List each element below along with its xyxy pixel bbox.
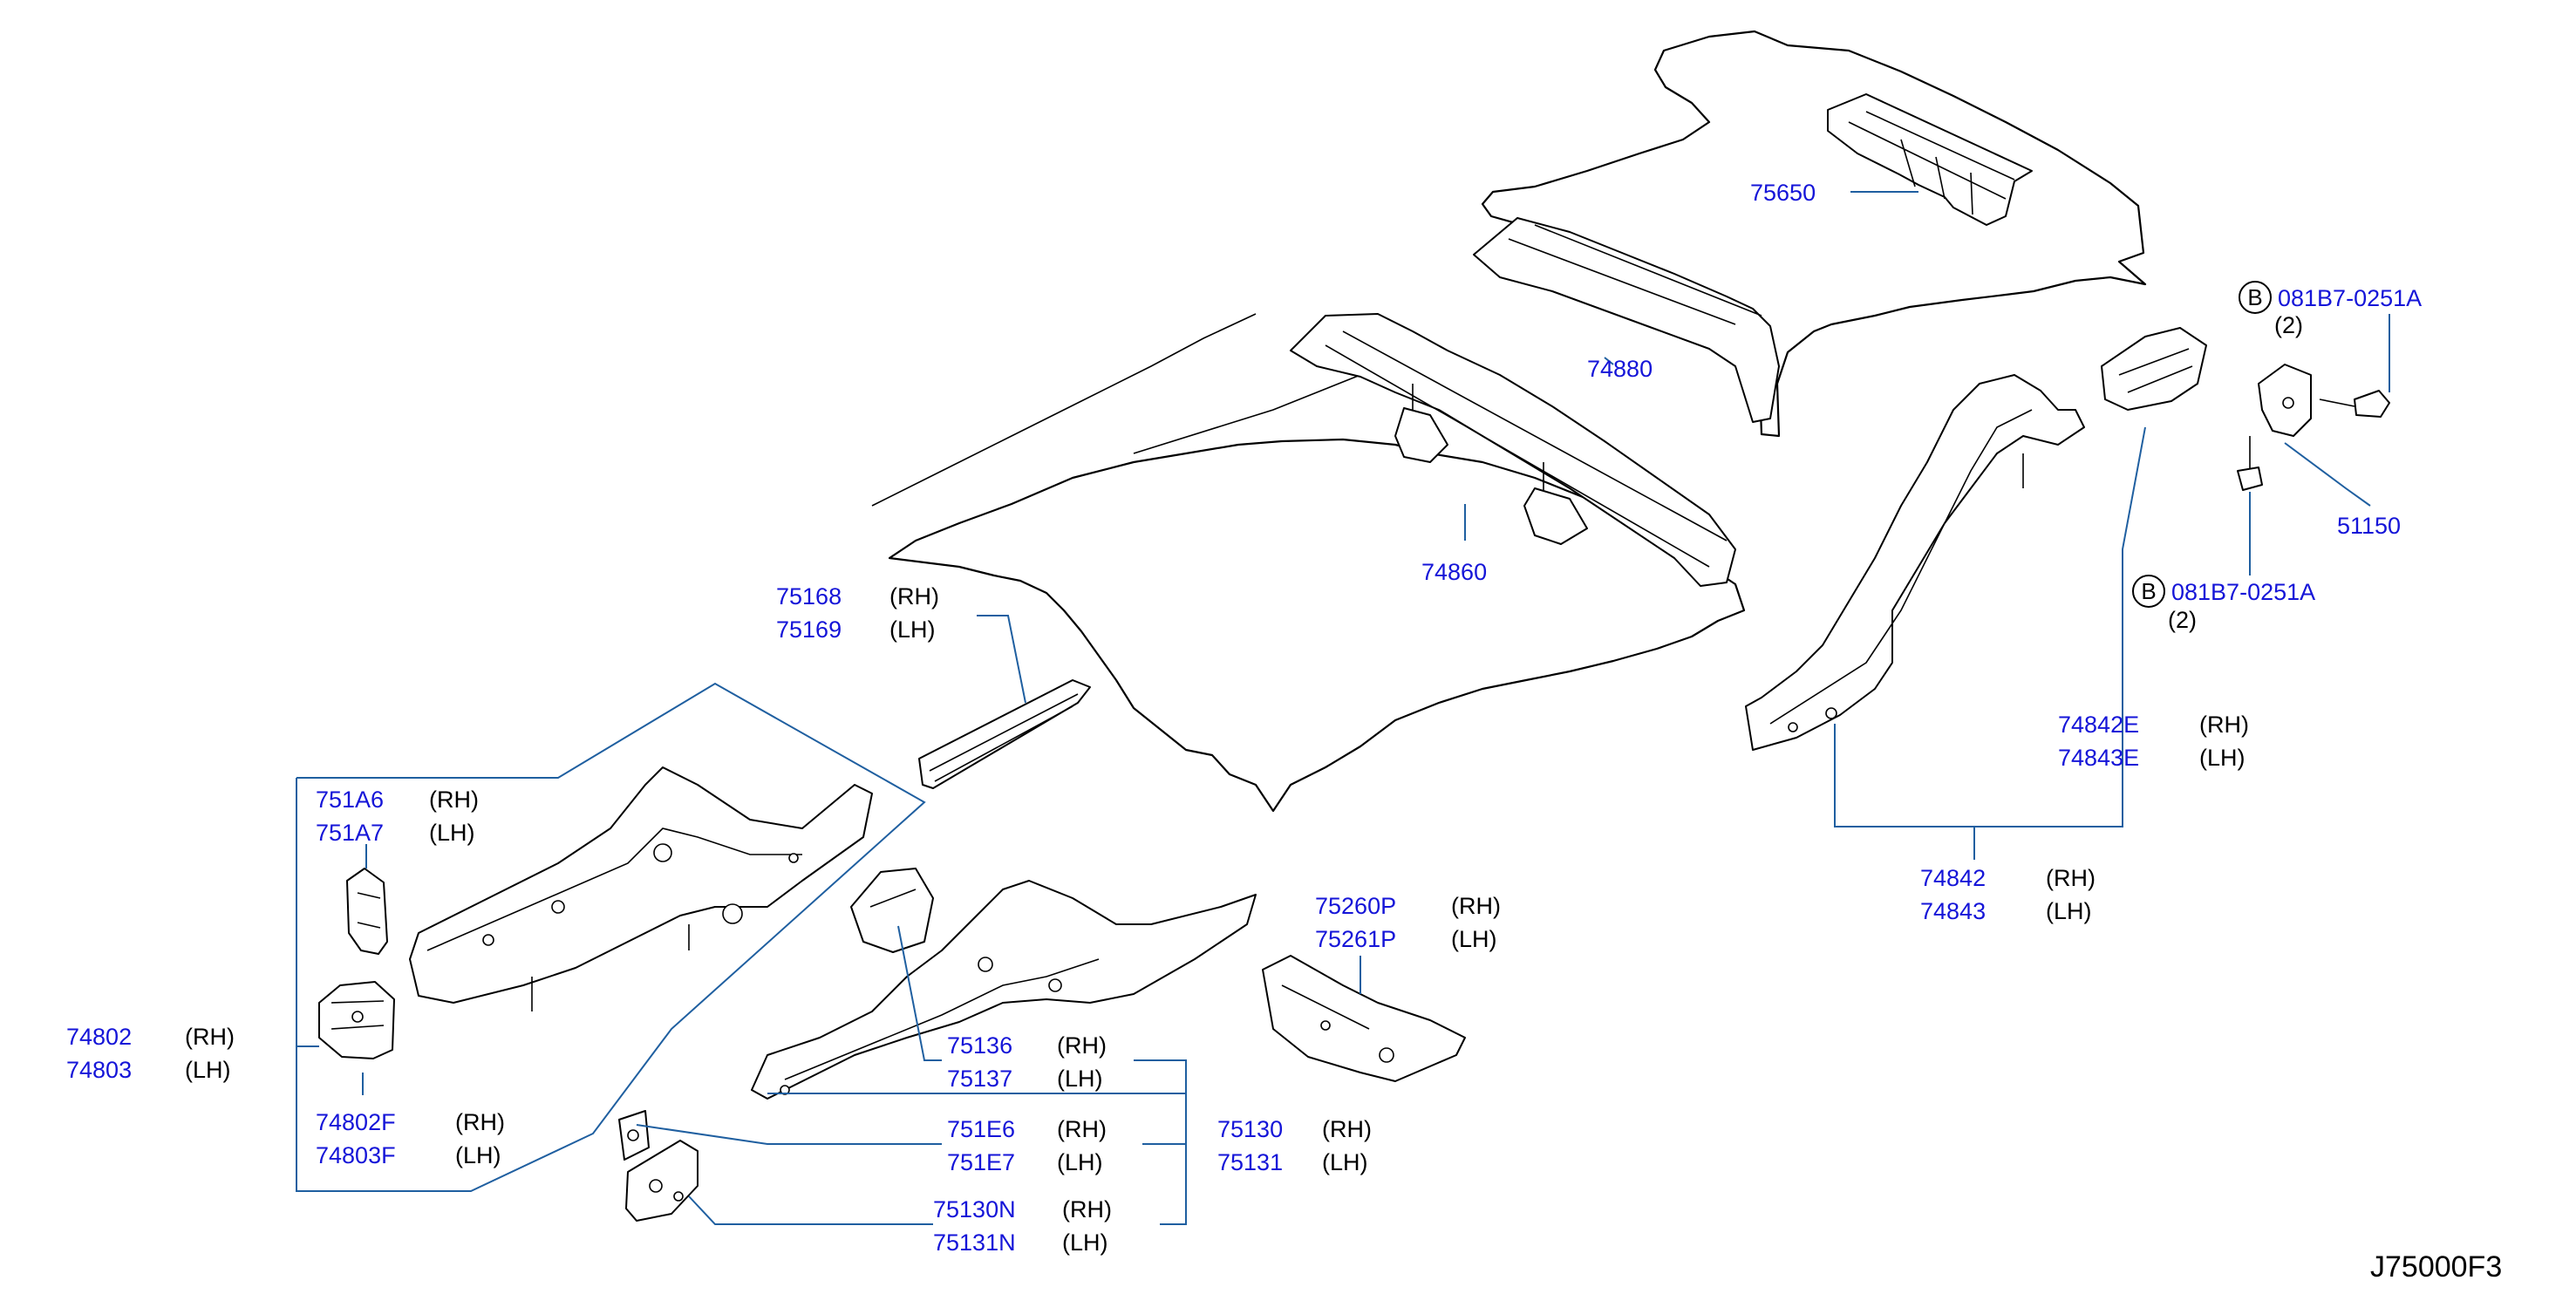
label-75136: 75136 xyxy=(947,1032,1012,1059)
label-rh: (RH) xyxy=(1062,1196,1112,1222)
label-751A7: 751A7 xyxy=(316,820,384,846)
label-rh: (RH) xyxy=(889,583,939,610)
part-75260P-bracket xyxy=(1262,955,1466,1082)
part-751A6-bracket xyxy=(346,868,388,955)
label-rh: (RH) xyxy=(429,787,479,813)
label-75169: 75169 xyxy=(776,616,842,643)
label-lh: (LH) xyxy=(1057,1149,1103,1175)
label-51150: 51150 xyxy=(2337,513,2401,539)
label-lh: (LH) xyxy=(889,616,936,643)
label-751E7: 751E7 xyxy=(947,1149,1015,1175)
label-75137: 75137 xyxy=(947,1066,1012,1092)
label-rh: (RH) xyxy=(185,1024,235,1050)
label-74803: 74803 xyxy=(66,1057,132,1083)
label-74843: 74843 xyxy=(1920,898,1986,924)
bolt-icon xyxy=(2237,436,2263,491)
label-75131: 75131 xyxy=(1217,1149,1283,1175)
label-lh: (LH) xyxy=(2046,898,2092,924)
label-rh: (RH) xyxy=(1322,1116,1372,1142)
label-75261P: 75261P xyxy=(1315,926,1396,952)
label-75130: 75130 xyxy=(1217,1116,1283,1142)
label-75131N: 75131N xyxy=(933,1229,1016,1256)
part-75650-rear-bracket xyxy=(1827,93,2033,226)
circled-b-letter: B xyxy=(2247,284,2262,310)
label-751A6: 751A6 xyxy=(316,787,384,813)
part-51150-bracket xyxy=(2258,364,2312,437)
label-74842E: 74842E xyxy=(2058,712,2139,738)
label-74802: 74802 xyxy=(66,1024,132,1050)
label-rh: (RH) xyxy=(2046,865,2096,891)
diagram-reference-id: J75000F3 xyxy=(2370,1250,2502,1284)
label-bolt-081B7-0251A: 081B7-0251A xyxy=(2278,285,2422,311)
label-74803F: 74803F xyxy=(316,1142,396,1168)
callout-labels: 75650 74880 74860 75168 (RH) 75169 (LH) … xyxy=(66,180,2502,1284)
label-75260P: 75260P xyxy=(1315,893,1396,919)
label-lh: (LH) xyxy=(455,1142,501,1168)
label-lh: (LH) xyxy=(185,1057,231,1083)
label-bolt-qty: (2) xyxy=(2168,607,2197,633)
part-74802F-bracket xyxy=(318,981,395,1059)
label-lh: (LH) xyxy=(429,820,475,846)
label-751E6: 751E6 xyxy=(947,1116,1015,1142)
part-74842E-bracket xyxy=(2101,327,2207,411)
label-lh: (LH) xyxy=(1057,1066,1103,1092)
part-75130-front-member xyxy=(751,868,1257,1100)
label-lh: (LH) xyxy=(1062,1229,1108,1256)
label-75168: 75168 xyxy=(776,583,842,610)
label-74843E: 74843E xyxy=(2058,745,2139,771)
body-floor-outline xyxy=(871,30,2147,813)
label-75130N: 75130N xyxy=(933,1196,1016,1222)
part-75168-rail xyxy=(918,679,1091,789)
label-lh: (LH) xyxy=(1322,1149,1368,1175)
leader-lines xyxy=(296,191,2390,1225)
part-751E6-plate xyxy=(618,1110,650,1161)
label-74802F: 74802F xyxy=(316,1109,396,1135)
part-74842-rear-member xyxy=(1745,374,2085,751)
label-bolt-qty: (2) xyxy=(2274,312,2303,338)
part-74880-cross-member xyxy=(1473,217,1780,423)
label-bolt-081B7-0251A: 081B7-0251A xyxy=(2171,579,2315,605)
circled-b-icon xyxy=(2239,281,2272,314)
label-lh: (LH) xyxy=(2199,745,2245,771)
part-75130N-bracket xyxy=(625,1140,699,1222)
label-75650: 75650 xyxy=(1750,180,1816,206)
circled-b-icon xyxy=(2132,575,2165,608)
label-74860: 74860 xyxy=(1421,559,1487,585)
label-74880: 74880 xyxy=(1587,356,1653,382)
part-74802-side-member xyxy=(409,766,873,1011)
circled-b-letter: B xyxy=(2141,578,2156,604)
label-lh: (LH) xyxy=(1451,926,1497,952)
label-rh: (RH) xyxy=(455,1109,505,1135)
label-rh: (RH) xyxy=(1451,893,1501,919)
part-74860-floor-member xyxy=(1290,313,1736,587)
label-rh: (RH) xyxy=(1057,1116,1107,1142)
label-rh: (RH) xyxy=(1057,1032,1107,1059)
label-74842: 74842 xyxy=(1920,865,1986,891)
bolt-icon xyxy=(2319,390,2390,418)
label-rh: (RH) xyxy=(2199,712,2249,738)
